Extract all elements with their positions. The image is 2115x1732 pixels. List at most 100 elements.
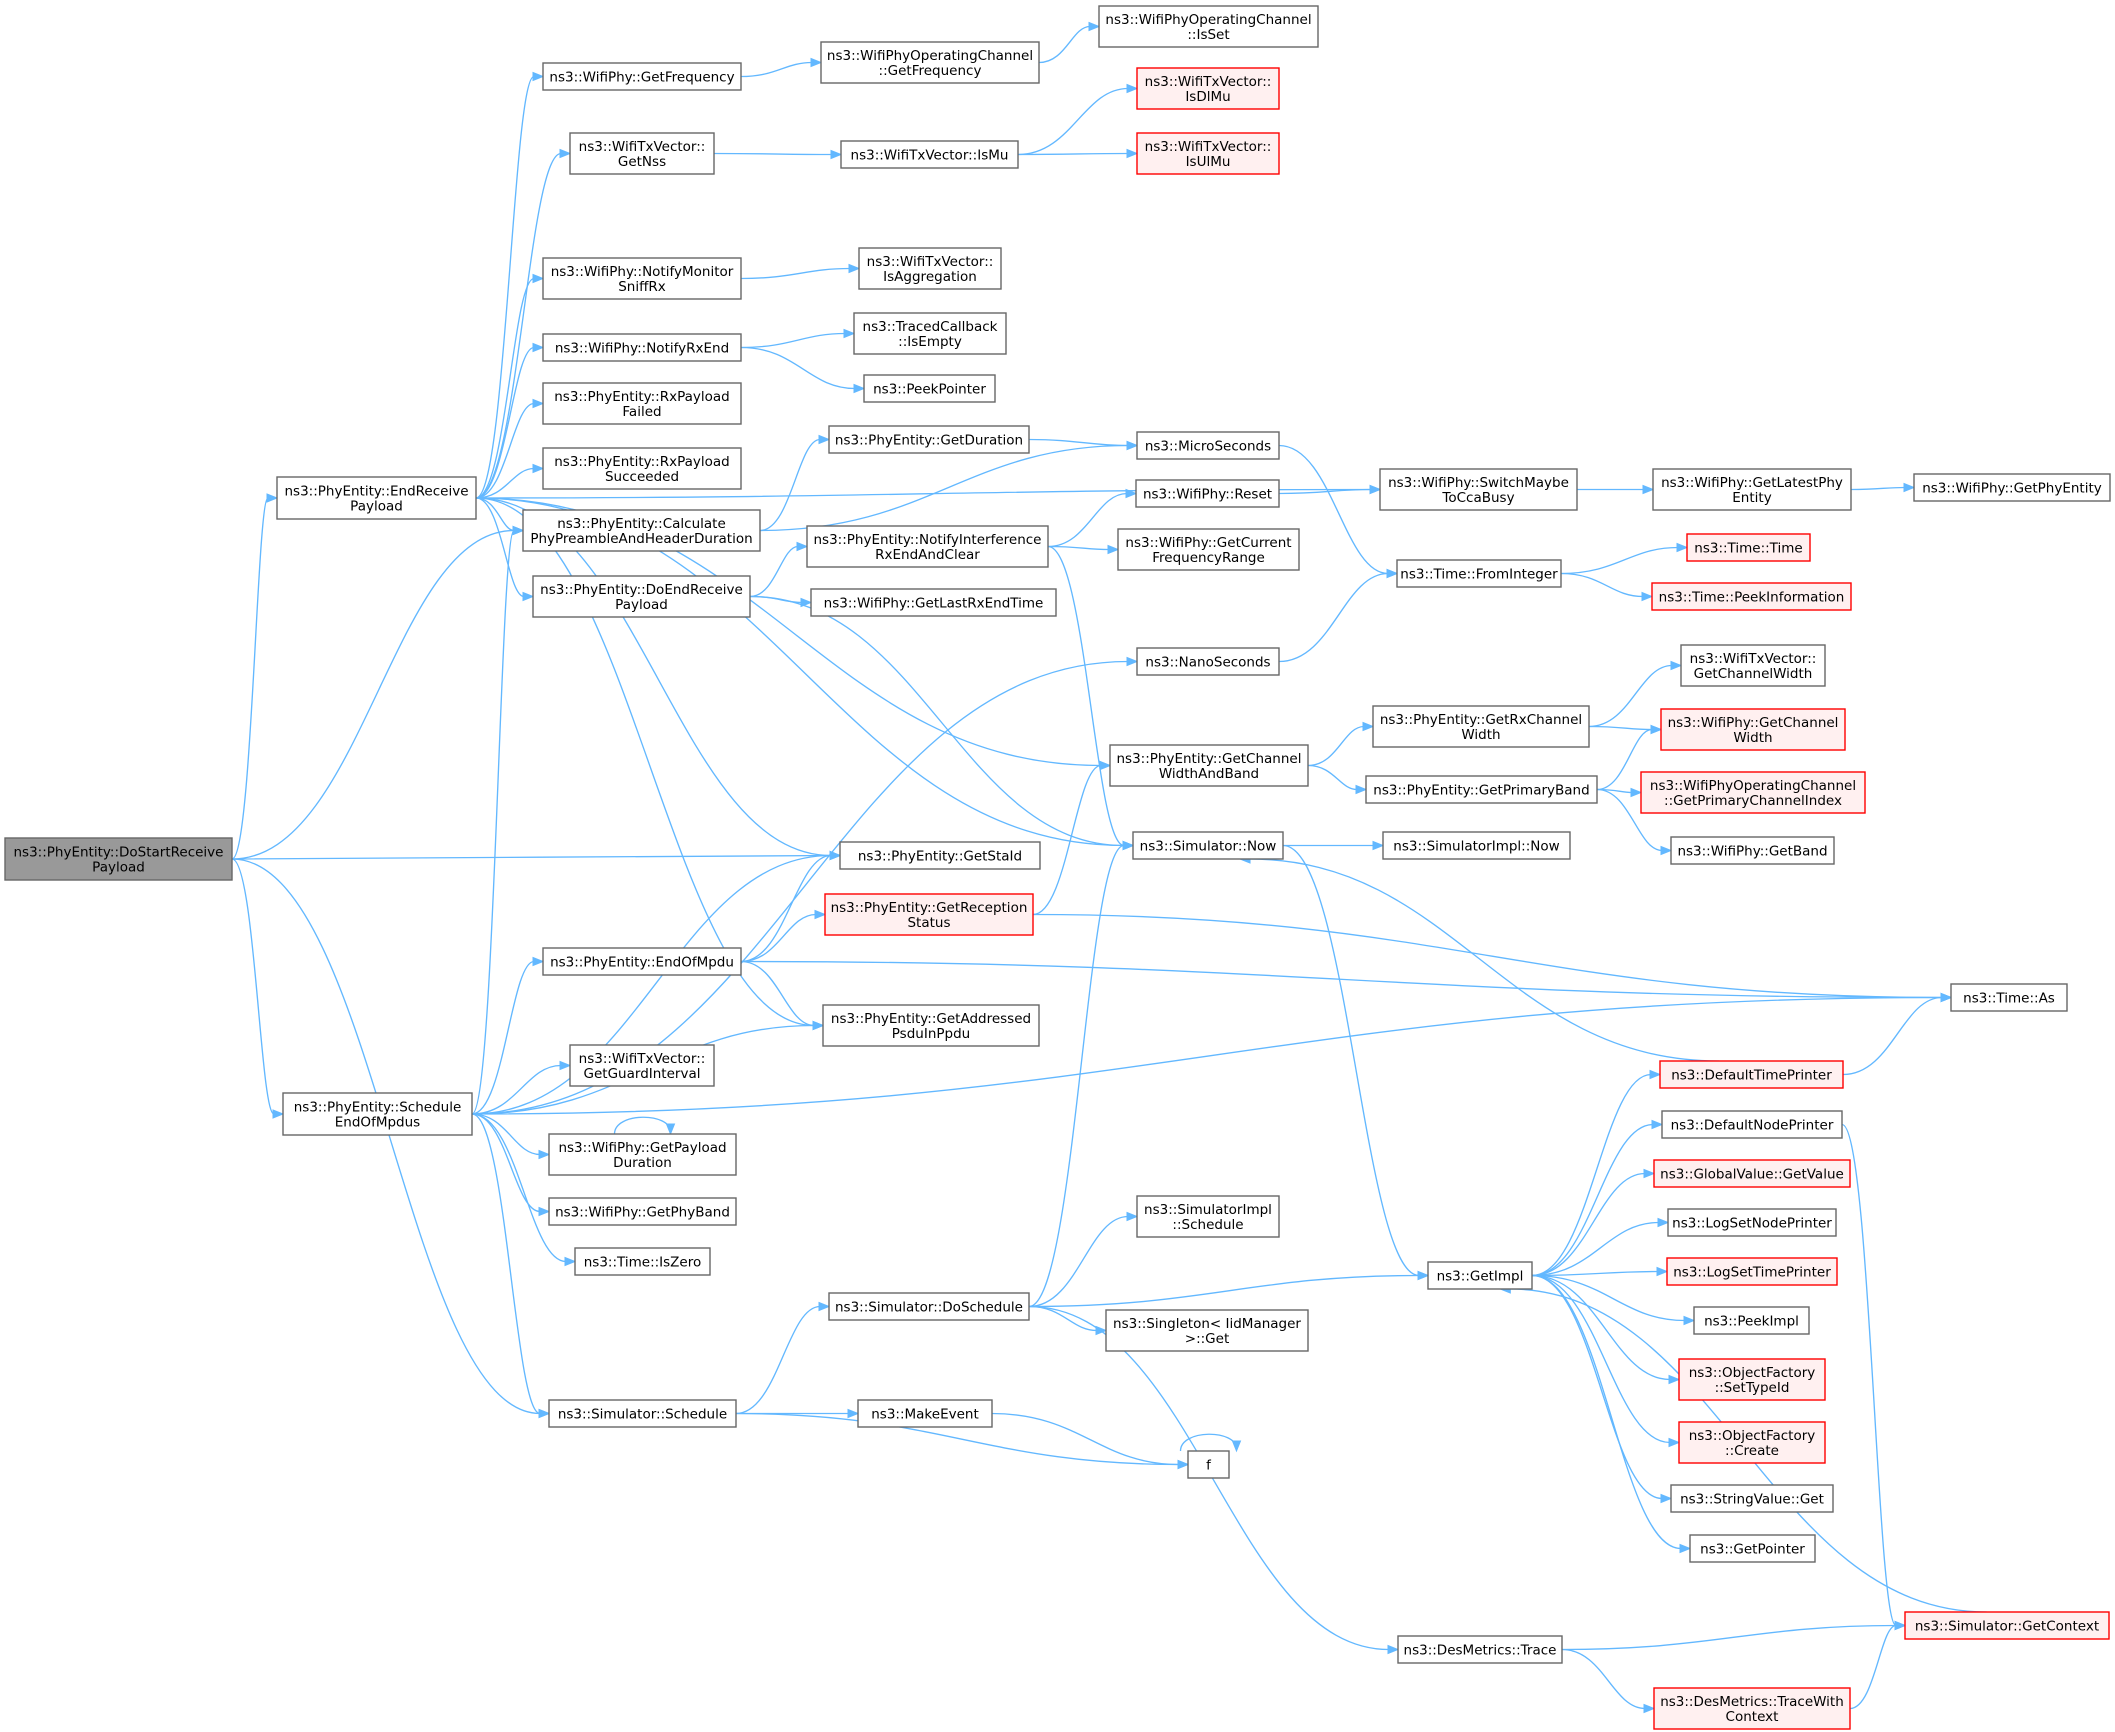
node-micro[interactable]: ns3::MicroSeconds: [1136, 431, 1280, 460]
edge-line: [749, 545, 799, 598]
node-timeAs[interactable]: ns3::Time::As: [1950, 983, 2068, 1012]
node-ofCreate[interactable]: ns3::ObjectFactory::Create: [1678, 1421, 1826, 1464]
node-peekImpl[interactable]: ns3::PeekImpl: [1693, 1306, 1810, 1335]
edge-line: [1561, 1648, 1646, 1710]
node-box: [1136, 431, 1280, 460]
node-lastRxEnd[interactable]: ns3::WifiPhy::GetLastRxEndTime: [810, 588, 1057, 617]
node-getStaId[interactable]: ns3::PhyEntity::GetStaId: [839, 841, 1041, 870]
node-isMu[interactable]: ns3::WifiTxVector::IsMu: [840, 140, 1019, 169]
edge-schedEnd-to-guardInt: [471, 1060, 572, 1115]
node-getPointer[interactable]: ns3::GetPointer: [1689, 1534, 1816, 1563]
node-f[interactable]: f: [1187, 1450, 1230, 1479]
node-getImpl[interactable]: ns3::GetImpl: [1427, 1261, 1533, 1290]
node-singleton[interactable]: ns3::Singleton< IidManager>::Get: [1105, 1309, 1309, 1352]
node-fromInt[interactable]: ns3::Time::FromInteger: [1396, 559, 1562, 588]
node-phyGetCW[interactable]: ns3::WifiPhy::GetChannelWidth: [1660, 708, 1846, 751]
edge-arrowhead: [1903, 482, 1916, 493]
node-isEmpty[interactable]: ns3::TracedCallback::IsEmpty: [853, 312, 1007, 355]
node-box: [1680, 644, 1826, 687]
node-peekInfo[interactable]: ns3::Time::PeekInformation: [1651, 582, 1852, 611]
node-setTypeId[interactable]: ns3::ObjectFactory::SetTypeId: [1678, 1358, 1826, 1401]
node-opGetFreq[interactable]: ns3::WifiPhyOperatingChannel::GetFrequen…: [820, 41, 1040, 84]
node-label: Entity: [1732, 490, 1771, 506]
node-desTrace[interactable]: ns3::DesMetrics::Trace: [1397, 1635, 1563, 1664]
node-svGet[interactable]: ns3::StringValue::Get: [1670, 1484, 1834, 1513]
node-reset[interactable]: ns3::WifiPhy::Reset: [1135, 479, 1280, 508]
node-phyBand[interactable]: ns3::WifiPhy::GetPhyBand: [548, 1197, 737, 1226]
node-label: PhyPreambleAndHeaderDuration: [530, 531, 752, 547]
edge-getCWB-to-getRxCW: [1307, 721, 1375, 767]
edge-arrowhead: [814, 909, 827, 920]
edge-arrowhead: [1657, 1217, 1670, 1228]
node-getCtx[interactable]: ns3::Simulator::GetContext: [1904, 1611, 2110, 1640]
node-notifyInt[interactable]: ns3::PhyEntity::NotifyInterferenceRxEndA…: [806, 525, 1049, 568]
edge-arrowhead: [1177, 1459, 1190, 1470]
node-isUlMu[interactable]: ns3::WifiTxVector::IsUlMu: [1136, 132, 1280, 175]
node-doSched[interactable]: ns3::Simulator::DoSchedule: [828, 1292, 1030, 1321]
node-simSched[interactable]: ns3::Simulator::Schedule: [548, 1399, 737, 1428]
node-logTime[interactable]: ns3::LogSetTimePrinter: [1666, 1257, 1838, 1286]
node-label: ns3::ObjectFactory: [1689, 1428, 1816, 1444]
node-isSet[interactable]: ns3::WifiPhyOperatingChannel::IsSet: [1098, 5, 1319, 48]
node-simNow[interactable]: ns3::Simulator::Now: [1132, 831, 1284, 860]
node-implNow[interactable]: ns3::SimulatorImpl::Now: [1382, 831, 1571, 860]
node-getBand[interactable]: ns3::WifiPhy::GetBand: [1670, 836, 1835, 865]
node-primIdx[interactable]: ns3::WifiPhyOperatingChannel::GetPrimary…: [1640, 771, 1866, 814]
node-label: ns3::Singleton< IidManager: [1113, 1316, 1301, 1332]
node-getFreq[interactable]: ns3::WifiPhy::GetFrequency: [542, 62, 742, 91]
edge-line: [991, 1412, 1180, 1466]
edge-line: [1028, 438, 1129, 447]
node-defNodePr[interactable]: ns3::DefaultNodePrinter: [1661, 1110, 1843, 1139]
edge-line: [471, 1113, 567, 1263]
node-isDlMu[interactable]: ns3::WifiTxVector::IsDlMu: [1136, 67, 1280, 110]
node-txGetCW[interactable]: ns3::WifiTxVector::GetChannelWidth: [1680, 644, 1826, 687]
edge-endOfMpdu-to-getStaId: [740, 850, 842, 963]
node-makeEvent[interactable]: ns3::MakeEvent: [857, 1399, 993, 1428]
node-timeTime[interactable]: ns3::Time::Time: [1686, 533, 1811, 562]
node-label: ns3::ObjectFactory: [1689, 1365, 1816, 1381]
edge-arrowhead: [532, 342, 545, 353]
edge-getRxCW-to-txGetCW: [1588, 660, 1683, 728]
edge-arrowhead: [829, 850, 842, 861]
node-isZero[interactable]: ns3::Time::IsZero: [574, 1247, 711, 1276]
node-implSched[interactable]: ns3::SimulatorImpl::Schedule: [1136, 1195, 1280, 1238]
edge-line: [471, 1113, 541, 1415]
edge-arrowhead: [1372, 840, 1385, 851]
node-endOfMpdu[interactable]: ns3::PhyEntity::EndOfMpdu: [542, 947, 742, 976]
node-notifyRxEnd[interactable]: ns3::WifiPhy::NotifyRxEnd: [542, 333, 742, 362]
node-label: Succeeded: [605, 469, 679, 485]
node-getPhyEnt[interactable]: ns3::WifiPhy::GetPhyEntity: [1913, 473, 2111, 502]
node-defTimePr[interactable]: ns3::DefaultTimePrinter: [1659, 1060, 1844, 1089]
node-logNode[interactable]: ns3::LogSetNodePrinter: [1667, 1208, 1837, 1237]
node-getNss[interactable]: ns3::WifiTxVector::GetNss: [569, 132, 715, 175]
node-nano[interactable]: ns3::NanoSeconds: [1136, 647, 1280, 676]
node-gvGet[interactable]: ns3::GlobalValue::GetValue: [1653, 1159, 1851, 1188]
node-calcPre[interactable]: ns3::PhyEntity::CalculatePhyPreambleAndH…: [522, 509, 761, 552]
edge-desTrace-to-traceCtx: [1561, 1648, 1656, 1714]
node-guardInt[interactable]: ns3::WifiTxVector::GetGuardInterval: [569, 1044, 715, 1087]
node-peekPtr[interactable]: ns3::PeekPointer: [863, 374, 996, 403]
edge-arrowhead: [1668, 1374, 1681, 1385]
node-primBand[interactable]: ns3::PhyEntity::GetPrimaryBand: [1365, 775, 1598, 804]
node-label: Failed: [622, 404, 661, 420]
edge-calcPre-to-micro: [759, 440, 1139, 532]
node-box: [542, 257, 742, 300]
node-getDur[interactable]: ns3::PhyEntity::GetDuration: [828, 425, 1030, 454]
node-isAgg[interactable]: ns3::WifiTxVector::IsAggregation: [858, 247, 1002, 290]
